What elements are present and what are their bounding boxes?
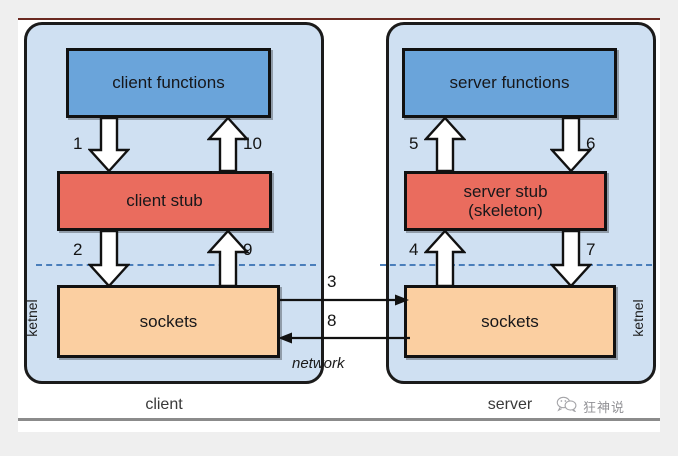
server-sockets-box: sockets [404,285,616,358]
server-stub-box: server stub (skeleton) [404,171,607,231]
arrow-step-9-up-icon [207,231,249,287]
network-reply-arrow-icon [278,330,410,346]
server-sockets-label: sockets [481,311,539,331]
client-stub-box: client stub [57,171,272,231]
arrow-step-5-up-icon [424,118,466,172]
watermark-text: 狂神说 [583,400,626,415]
server-functions-box: server functions [402,48,617,118]
client-caption: client [145,396,183,413]
server-caption: server [487,396,533,413]
step-number-4: 4 [409,240,419,259]
client-kernel-boundary-line [36,264,316,266]
client-functions-box: client functions [66,48,271,118]
arrow-step-10-up-icon [207,118,249,172]
arrow-step-4-up-icon [424,231,466,287]
step-number-6: 6 [586,134,596,153]
client-functions-label: client functions [112,73,225,93]
arrow-step-6-down-icon [550,118,592,172]
watermark: 狂神说 [556,396,625,417]
step-number-1: 1 [73,134,83,153]
server-stub-label-line2: (skeleton) [468,201,543,220]
step-number-9: 9 [243,240,253,259]
figure-bottom-rule [18,418,660,421]
step-number-10: 10 [243,134,262,153]
arrow-step-1-down-icon [88,118,130,172]
client-kernel-label: ketnel [24,299,40,337]
arrow-step-7-down-icon [550,231,592,287]
step-number-8: 8 [327,311,337,330]
arrow-step-2-down-icon [88,231,130,287]
wechat-icon [556,396,578,417]
server-functions-label: server functions [449,73,570,93]
step-number-3: 3 [327,272,337,291]
client-sockets-label: sockets [139,311,198,331]
step-number-5: 5 [409,134,419,153]
server-kernel-label: ketnel [630,299,646,337]
server-kernel-boundary-line [380,264,652,266]
network-label: network [292,355,345,372]
server-stub-label-line1: server stub [463,181,548,201]
step-number-2: 2 [73,240,83,259]
client-stub-label: client stub [126,191,203,211]
step-number-7: 7 [586,240,596,259]
network-request-arrow-icon [278,292,410,308]
client-sockets-box: sockets [57,285,280,358]
